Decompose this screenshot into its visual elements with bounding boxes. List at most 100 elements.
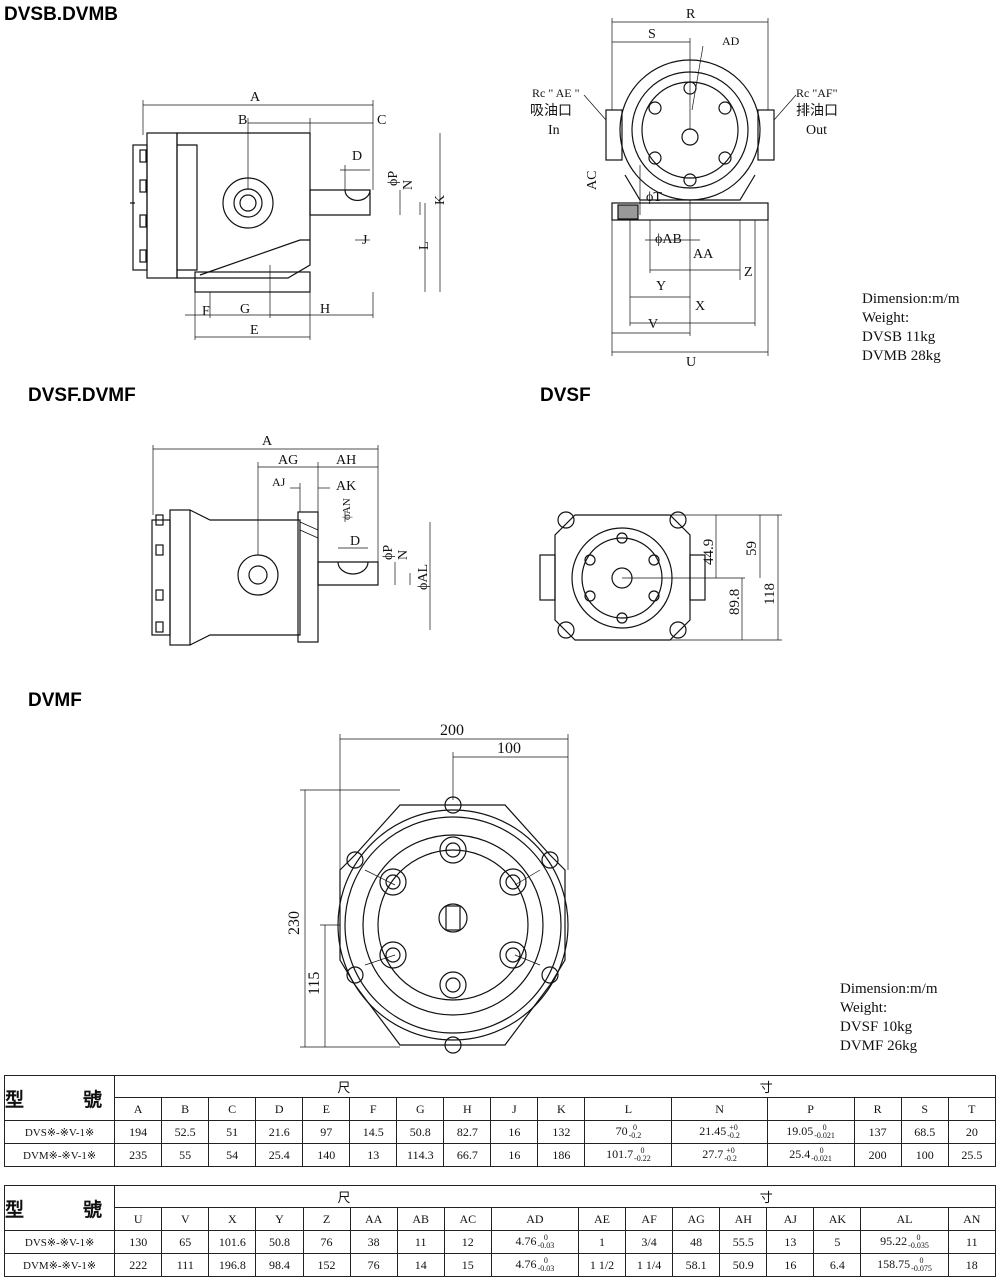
column-header: R <box>853 1097 902 1121</box>
section-title-dvsf: DVSF <box>540 385 591 406</box>
value-cell: 58.1 <box>672 1253 721 1277</box>
section-title-dvsb-dvmb: DVSB.DVMB <box>4 4 119 25</box>
dim-label-d: D <box>352 149 362 164</box>
outlet-label-cn: 排油口 <box>796 103 838 119</box>
dvsf-front-labels: 44.9 59 89.8 118 <box>701 539 778 615</box>
dim-label-x: X <box>695 299 705 314</box>
dim-label-n-2: N <box>396 550 411 560</box>
dvsf-side-labels: A AG AH AJ AK ϕAN D ϕP N ϕAL <box>262 434 431 590</box>
value-cell: 97 <box>302 1120 351 1144</box>
dim-label-t: ϕT <box>646 190 662 205</box>
column-header: E <box>302 1097 351 1121</box>
column-header: AG <box>672 1207 721 1231</box>
value-cell: 20 <box>947 1120 997 1144</box>
dim-label-h: H <box>320 302 330 317</box>
dim-label-ah: AH <box>336 453 356 468</box>
dim-label-j: J <box>362 233 368 248</box>
value-cell: 76 <box>302 1230 351 1254</box>
dim-label-b: B <box>238 113 247 128</box>
dim-label-115: 115 <box>306 972 323 995</box>
value-cell: 25.5 <box>947 1143 997 1167</box>
value-cell: 11 <box>947 1230 997 1254</box>
dim-label-z: Z <box>744 265 753 280</box>
value-cell: 18 <box>947 1253 997 1277</box>
dim-label-ab: ϕAB <box>655 232 682 247</box>
dim-label-ad: AD <box>722 34 740 48</box>
dim-label-p-2: ϕP <box>381 545 396 560</box>
dim-label-g: G <box>240 302 250 317</box>
dim-label-230: 230 <box>286 911 303 935</box>
model-header: 型 號 <box>3 1075 116 1121</box>
drawing-canvas: A B C D ϕP N K J L F G E H <box>130 7 838 1054</box>
column-header: F <box>349 1097 398 1121</box>
dvmf-front-labels: 200 100 230 115 <box>286 722 521 995</box>
dim-label-59: 59 <box>744 541 760 556</box>
column-header: AH <box>719 1207 768 1231</box>
column-header: C <box>208 1097 257 1121</box>
column-header: G <box>396 1097 445 1121</box>
value-cell: 65 <box>161 1230 210 1254</box>
note-line: Weight: <box>862 310 910 326</box>
model-cell: DVS※-※V-1※ <box>3 1230 116 1254</box>
dim-label-al: ϕAL <box>416 564 431 590</box>
dim-label-u: U <box>686 355 696 370</box>
column-header: Z <box>302 1207 351 1231</box>
column-header: AB <box>396 1207 445 1231</box>
inlet-label-cn: 吸油口 <box>530 103 572 119</box>
dim-label-ac: AC <box>585 171 600 190</box>
column-header: AD <box>490 1207 579 1231</box>
column-header: AK <box>813 1207 862 1231</box>
dim-label-d-2: D <box>350 534 360 549</box>
value-cell: 52.5 <box>161 1120 210 1144</box>
value-cell: 13 <box>766 1230 815 1254</box>
value-cell: 38 <box>349 1230 398 1254</box>
column-header: AJ <box>766 1207 815 1231</box>
value-cell: 54 <box>208 1143 257 1167</box>
dim-label-aj: AJ <box>272 475 286 489</box>
value-cell: 48 <box>672 1230 721 1254</box>
dim-label-118: 118 <box>762 583 778 605</box>
column-header: Y <box>255 1207 304 1231</box>
column-header: AN <box>947 1207 997 1231</box>
value-cell: 14 <box>396 1253 445 1277</box>
value-cell: 101.6 <box>208 1230 257 1254</box>
dim-label-l: L <box>417 241 432 250</box>
dimension-header: 尺寸 <box>114 1185 996 1208</box>
dim-label-aa: AA <box>693 247 714 262</box>
value-cell: 194 <box>114 1120 163 1144</box>
dim-label-p: ϕP <box>386 171 401 186</box>
dvsf-front-dims <box>622 514 782 641</box>
value-cell: 13 <box>349 1143 398 1167</box>
value-cell: 132 <box>537 1120 586 1144</box>
value-cell: 68.5 <box>900 1120 949 1144</box>
column-header: AC <box>443 1207 492 1231</box>
dim-label-n: N <box>401 180 416 190</box>
column-header: J <box>490 1097 539 1121</box>
dvsb-front-labels: R S AD Rc " AE " 吸油口 In Rc "AF" 排油口 Out … <box>530 7 838 370</box>
column-header: K <box>537 1097 586 1121</box>
value-cell: 82.7 <box>443 1120 492 1144</box>
value-cell: 16 <box>766 1253 815 1277</box>
value-cell: 130 <box>114 1230 163 1254</box>
dim-label-y: Y <box>656 279 666 294</box>
column-header: L <box>584 1097 673 1121</box>
column-header: T <box>947 1097 997 1121</box>
model-cell: DVM※-※V-1※ <box>3 1143 116 1167</box>
value-cell: 16 <box>490 1120 539 1144</box>
dim-label-an: ϕAN <box>341 498 353 520</box>
value-cell: 140 <box>302 1143 351 1167</box>
value-cell: 6.4 <box>813 1253 862 1277</box>
dim-label-k: K <box>433 195 448 205</box>
dim-label-v: V <box>648 317 658 332</box>
column-header: AL <box>860 1207 949 1231</box>
weight-note-dvsb-dvmb: Dimension:m/m Weight: DVSB 11kg DVMB 28k… <box>862 290 960 366</box>
value-cell: 66.7 <box>443 1143 492 1167</box>
column-header: A <box>114 1097 163 1121</box>
note-line: DVSB 11kg <box>862 329 936 345</box>
value-cell: 196.8 <box>208 1253 257 1277</box>
dim-label-f: F <box>202 304 210 319</box>
